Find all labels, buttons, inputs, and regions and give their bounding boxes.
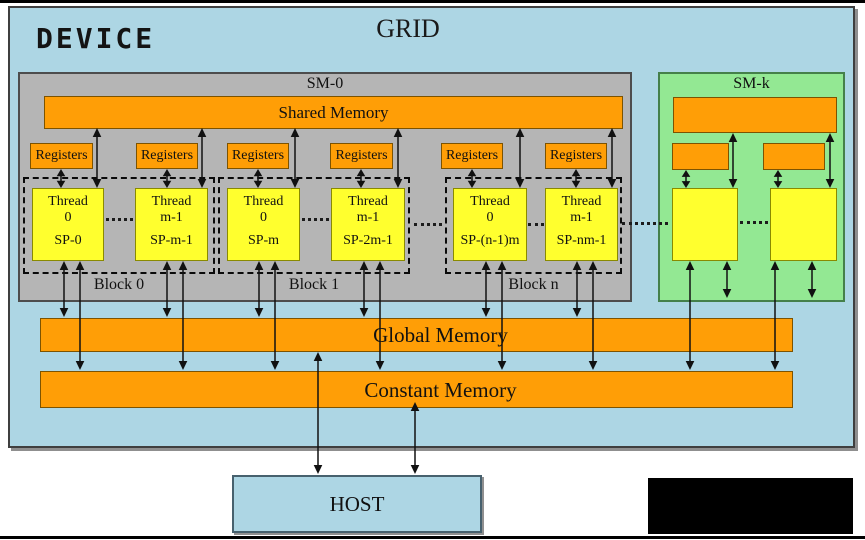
smk-registers-box [763,143,825,170]
thread-sp: SP-0 [54,233,82,248]
smk-label: SM-k [733,75,770,92]
sm0-label: SM-0 [306,75,344,92]
ellipsis-dots [740,221,768,224]
thread-index: m-1 [570,210,593,225]
block1-dashed-box [218,177,410,274]
thread-box: Thread 0 SP-m [227,188,300,261]
block0-dashed-box [23,177,215,274]
thread-sp: SP-m-1 [150,233,193,248]
registers-box: Registers [441,143,503,169]
registers-box: Registers [30,143,93,169]
smk-thread-box [672,188,738,261]
thread-sp: SP-(n-1)m [460,233,520,248]
smk-shared-memory-bar [673,97,837,133]
bottom-border-rule [0,536,865,539]
thread-title: Thread [470,194,510,209]
thread-title: Thread [561,194,602,209]
thread-sp: SP-nm-1 [556,233,607,248]
global-memory-bar: Global Memory [40,318,793,352]
thread-title: Thread [348,194,388,209]
top-border-rule [0,0,865,3]
redacted-black-box [648,478,853,534]
registers-box: Registers [136,143,198,169]
block1-label: Block 1 [288,276,340,293]
thread-box: Thread m-1 SP-2m-1 [331,188,405,261]
thread-box: Thread m-1 SP-nm-1 [545,188,618,261]
thread-title: Thread [48,194,88,209]
ellipsis-dots [302,218,329,221]
thread-sp: SP-m [247,233,280,248]
thread-index: 0 [64,210,72,225]
thread-title: Thread [151,194,192,209]
registers-box: Registers [330,143,393,169]
ellipsis-dots [528,223,544,226]
registers-box: Registers [227,143,289,169]
ellipsis-dots [622,222,668,225]
ellipsis-dots [106,218,133,221]
thread-index: m-1 [356,210,380,225]
thread-index: 0 [260,210,267,225]
thread-index: m-1 [160,210,183,225]
grid-label: GRID [376,14,440,43]
thread-sp: SP-2m-1 [343,233,393,248]
registers-box: Registers [545,143,607,169]
shared-memory-bar: Shared Memory [44,96,623,129]
ellipsis-dots [414,223,442,226]
thread-box: Thread 0 SP-0 [32,188,104,261]
thread-box: Thread m-1 SP-m-1 [135,188,208,261]
device-label: DEVICE [36,22,156,55]
smk-thread-box [770,188,837,261]
blockn-label: Block n [508,276,559,293]
host-box: HOST [232,475,482,533]
thread-title: Thread [243,194,284,209]
thread-box: Thread 0 SP-(n-1)m [453,188,527,261]
smk-registers-box [672,143,729,170]
thread-index: 0 [486,210,494,225]
constant-memory-bar: Constant Memory [40,371,793,408]
blockn-dashed-box [445,177,622,274]
block0-label: Block 0 [93,276,145,293]
